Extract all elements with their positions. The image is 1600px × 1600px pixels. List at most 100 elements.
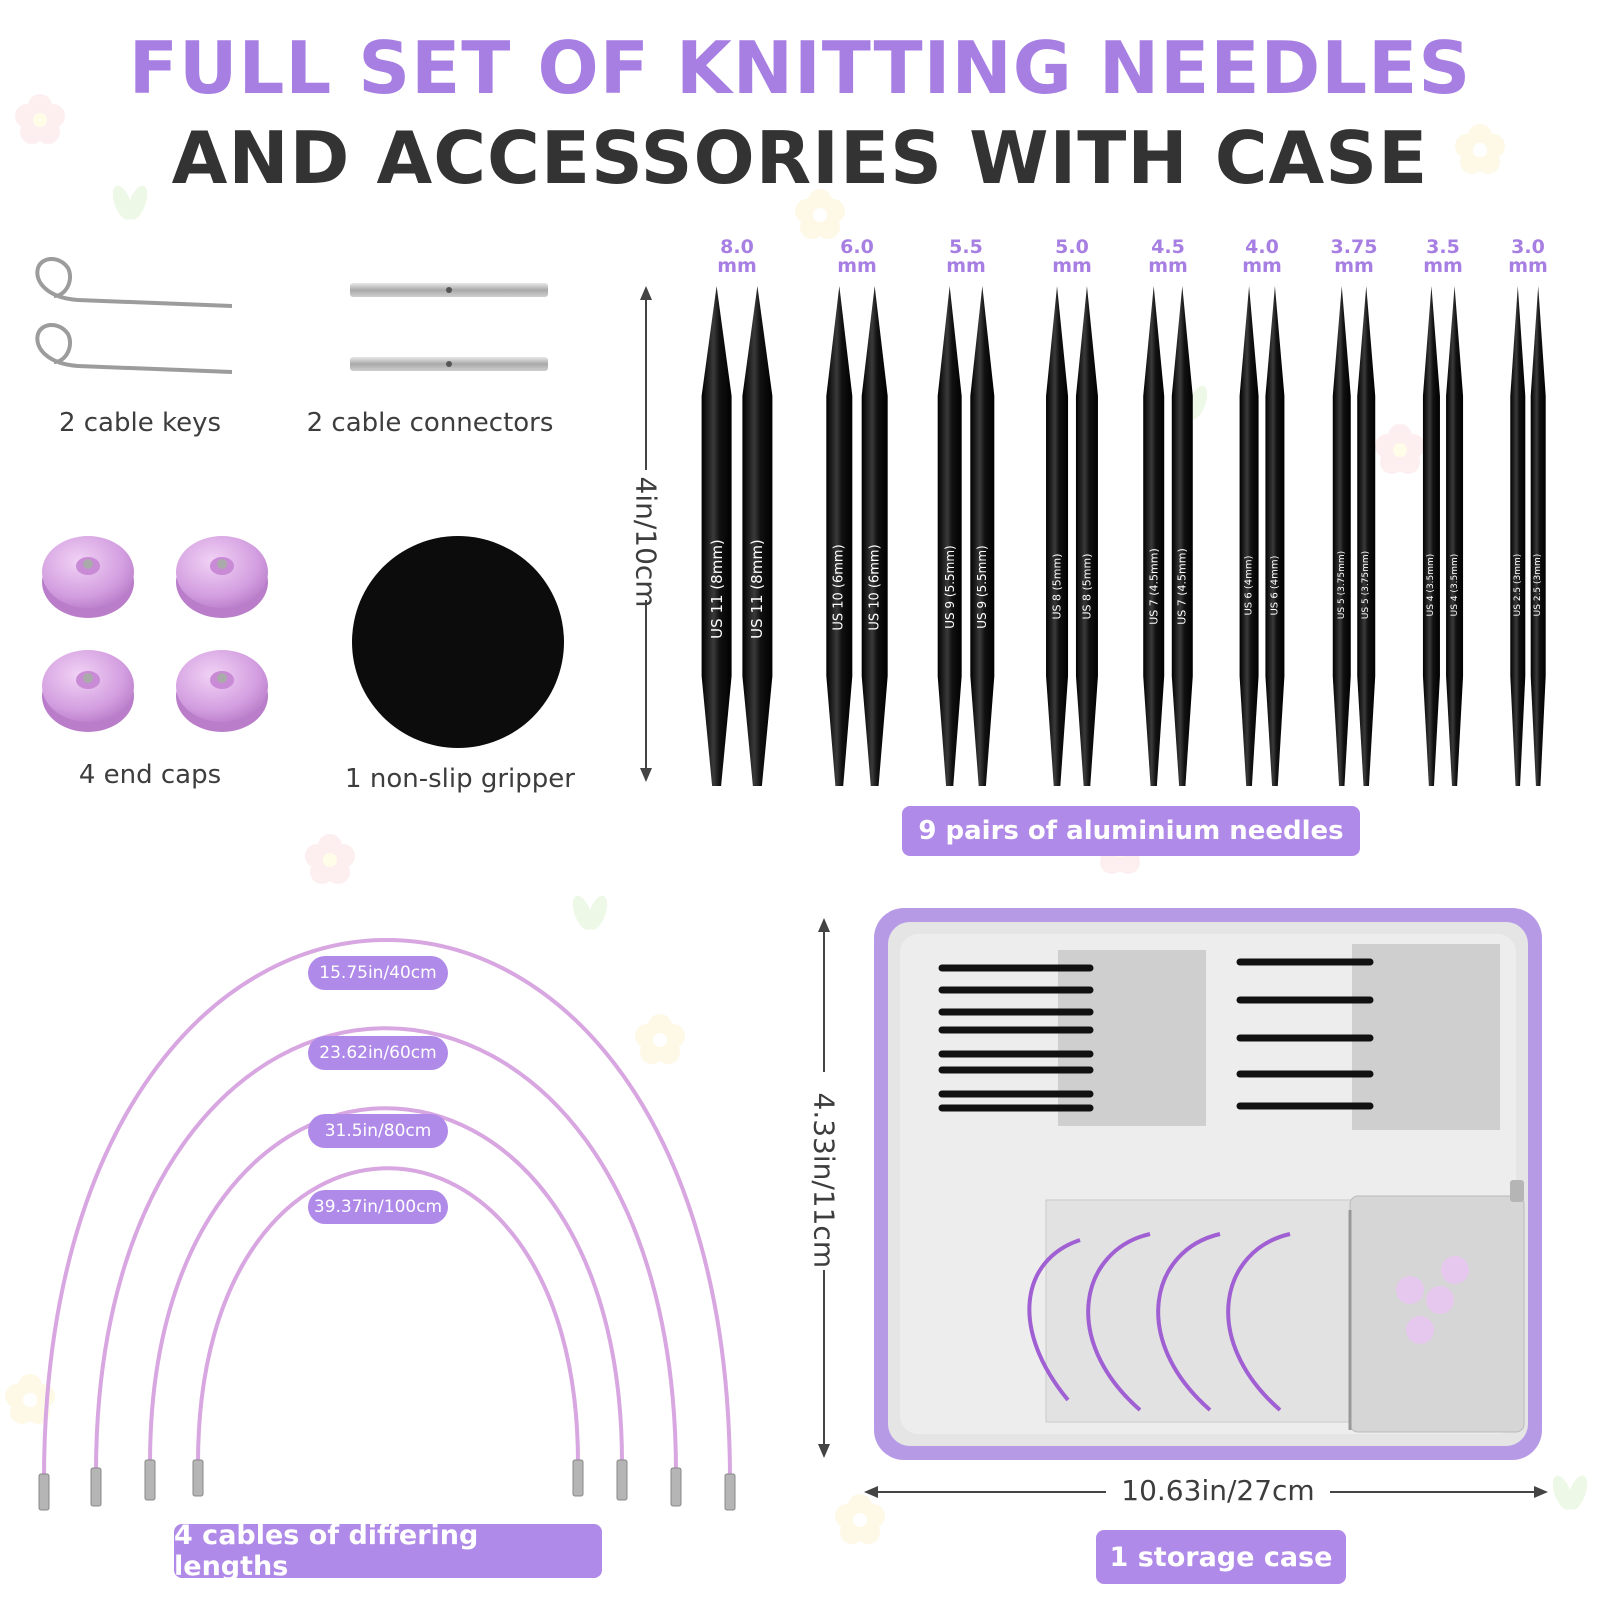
needle-size-unit: mm [1423,255,1463,277]
cable-length-label: 23.62in/60cm [308,1036,448,1070]
needle-size-value: 3.5 [1426,236,1460,258]
needle-size-stamp: US 6 (4mm) [1269,555,1281,616]
needle-size-stamp: US 4 (3.5mm) [1449,553,1460,617]
cable-length-label: 15.75in/40cm [308,956,448,990]
needle-size-stamp: US 7 (4.5mm) [1147,548,1161,625]
cable-connectors-caption: 2 cable connectors [306,408,554,438]
needle-size-value: 3.75 [1330,236,1378,258]
knitting-needle [1171,286,1193,786]
needle-size-unit: mm [946,255,986,277]
flower-icon [1375,424,1425,474]
needle-size-unit: mm [717,255,757,277]
needle-size-stamp: US 5 (3.75mm) [1361,550,1372,620]
cable-80cm [94,1026,678,1474]
cable-tip-icon [616,1459,628,1501]
case-height-arrow [818,918,830,1458]
needle-size-value: 3.0 [1511,236,1545,258]
end-cap-icon [42,536,134,618]
page-subtitle: AND ACCESSORIES WITH CASE [171,116,1429,200]
needles-pill: 9 pairs of aluminium needles [902,806,1360,856]
knitting-needle [1357,286,1376,786]
needle-height-label: 4in/10cm [629,476,663,608]
end-cap-icon [176,536,268,618]
needles-group [701,286,1546,786]
cable-connector-icon [350,357,548,371]
case-width-label: 10.63in/27cm [1121,1474,1315,1507]
needle-size-stamp: US 4 (3.5mm) [1426,553,1437,617]
needle-size-value: 8.0 [720,236,754,258]
needle-size-value: 5.0 [1055,236,1089,258]
needle-size-value: 4.0 [1245,236,1279,258]
knitting-needle [1046,286,1069,786]
needle-size-unit: mm [1242,255,1282,277]
needle-size-stamp: US 6 (4mm) [1243,555,1255,616]
needle-size-stamp: US 10 (6mm) [831,544,847,631]
flower-icon [835,1494,885,1544]
knitting-needle [1446,286,1464,786]
page-title: FULL SET OF KNITTING NEEDLES [128,26,1472,110]
leaf-icon [112,185,148,220]
flower-icon [15,94,65,144]
knitting-needle [861,286,888,786]
zipper-pull-icon [1510,1180,1524,1202]
end-cap-icon [176,650,268,732]
cable-keys-caption: 2 cable keys [58,408,222,438]
needle-size-stamp: US 9 (5.5mm) [975,545,990,629]
case-height-label: 4.33in/11cm [807,1092,841,1269]
needle-size-stamp: US 10 (6mm) [867,544,883,631]
gripper-icon [352,536,564,748]
cable-connector-icon [350,283,548,297]
needle-size-stamp: US 5 (3.75mm) [1336,550,1347,620]
needle-size-stamp: US 11 (8mm) [707,539,726,639]
flower-icon [1455,124,1505,174]
needle-size-stamp: US 7 (4.5mm) [1175,548,1189,625]
cable-key-icon [35,323,233,374]
knitting-needle [1143,286,1165,786]
needle-height-arrow [640,286,652,782]
knitting-needle [937,286,962,786]
leaf-icon [572,895,608,930]
cable-length-label: 39.37in/100cm [308,1190,448,1224]
needle-size-stamp: US 9 (5.5mm) [942,545,957,629]
needle-size-stamp: US 8 (5mm) [1050,553,1064,620]
knitting-needle [1332,286,1351,786]
knitting-needle [742,286,773,786]
cable-tip-icon [38,1473,50,1511]
cable-100cm [42,938,732,1481]
cable-tip-icon [192,1459,204,1497]
gripper-caption: 1 non-slip gripper [345,764,575,794]
knitting-needle [1510,286,1526,786]
cable-tip-icon [724,1473,736,1511]
knitting-needle [1075,286,1098,786]
needle-size-unit: mm [1148,255,1188,277]
needle-size-unit: mm [1052,255,1092,277]
flower-icon [635,1014,685,1064]
knitting-needle [1422,286,1440,786]
cable-tip-icon [670,1467,682,1507]
needle-size-value: 6.0 [840,236,874,258]
needle-size-stamp: US 2.5 (3mm) [1533,553,1544,617]
case-width-arrow [864,1486,1548,1498]
needle-size-unit: mm [1508,255,1548,277]
cable-tip-icon [144,1459,156,1501]
knitting-needle [701,286,732,786]
leaf-icon [1552,1475,1588,1510]
cable-tip-icon [90,1467,102,1507]
flower-icon [5,1374,55,1424]
knitting-needle [826,286,853,786]
end-caps-caption: 4 end caps [78,760,222,790]
needle-size-stamp: US 2.5 (3mm) [1512,553,1523,617]
knitting-needle [1530,286,1546,786]
case-pill: 1 storage case [1096,1530,1346,1584]
end-cap-icon [42,650,134,732]
